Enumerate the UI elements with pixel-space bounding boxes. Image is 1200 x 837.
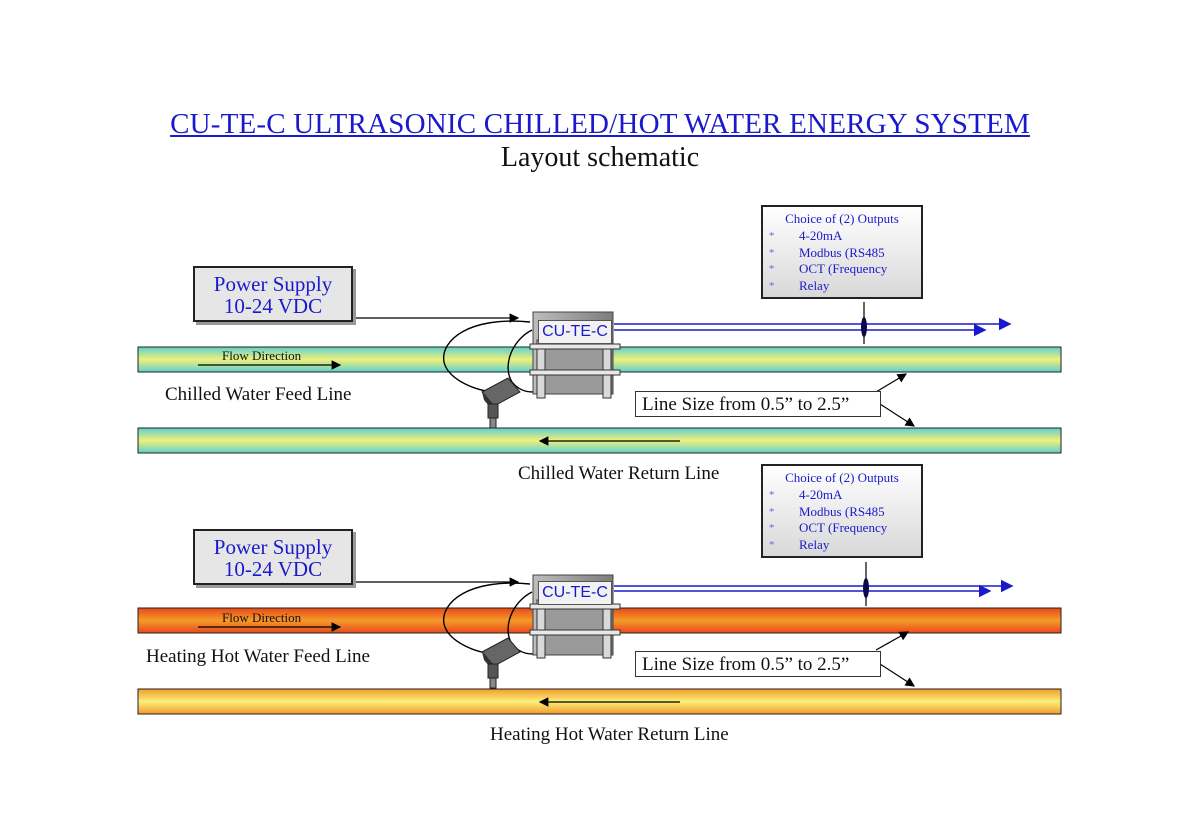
power-supply-voltage: 10-24 VDC <box>223 294 323 318</box>
outputs-box: Choice of (2) Outputs *4-20mA *Modbus (R… <box>761 464 923 558</box>
temperature-sensor-icon <box>481 637 521 689</box>
line-size-arrow <box>875 373 908 393</box>
bullet: * <box>769 505 775 518</box>
list-item: *OCT (Frequency <box>769 520 888 535</box>
output-connector <box>863 578 869 598</box>
page-title: CU-TE-C ULTRASONIC CHILLED/HOT WATER ENE… <box>170 108 1030 140</box>
temperature-sensor-icon <box>481 377 521 429</box>
flow-direction-label: Flow Direction <box>222 610 302 625</box>
line-size-box: Line Size from 0.5” to 2.5” <box>635 391 881 417</box>
line-size-arrow <box>879 663 916 687</box>
outputs-heading: Choice of (2) Outputs <box>785 470 899 485</box>
list-item: *4-20mA <box>769 228 843 243</box>
outputs-heading: Choice of (2) Outputs <box>785 211 899 226</box>
device-label: CU-TE-C <box>538 581 612 605</box>
power-supply-label: Power Supply <box>213 535 333 559</box>
bullet: * <box>769 230 775 242</box>
page-subtitle: Layout schematic <box>500 142 700 173</box>
line-size-box: Line Size from 0.5” to 2.5” <box>635 651 881 677</box>
meter-clamp <box>529 343 621 350</box>
output-connector <box>861 317 867 337</box>
meter-clamp <box>529 369 621 376</box>
flow-direction-label: Flow Direction <box>222 348 302 363</box>
bullet: * <box>769 489 775 501</box>
power-supply-box: Power Supply 10-24 VDC <box>193 266 353 322</box>
list-item: *Modbus (RS485 <box>769 244 885 260</box>
list-item: *Relay <box>769 277 830 293</box>
bullet: * <box>769 538 775 551</box>
sensor-cable <box>443 320 531 393</box>
outputs-list: *4-20mA *Modbus (RS485 *OCT (Frequency *… <box>769 228 915 294</box>
outputs-list: *4-20mA *Modbus (RS485 *OCT (Frequency *… <box>769 487 915 553</box>
power-supply-voltage: 10-24 VDC <box>223 557 323 581</box>
bullet: * <box>769 279 775 292</box>
feed-line-label: Chilled Water Feed Line <box>165 384 352 405</box>
list-item: *Relay <box>769 536 830 552</box>
bullet: * <box>769 246 775 259</box>
line-size-arrow <box>875 631 910 651</box>
power-supply-label: Power Supply <box>213 272 333 296</box>
device-label: CU-TE-C <box>538 320 612 344</box>
list-item: *4-20mA <box>769 487 843 502</box>
meter-clamp <box>529 629 621 636</box>
return-line-label: Chilled Water Return Line <box>518 463 720 484</box>
outputs-box: Choice of (2) Outputs *4-20mA *Modbus (R… <box>761 205 923 299</box>
line-size-arrow <box>879 403 916 427</box>
list-item: *OCT (Frequency <box>769 261 888 276</box>
bullet: * <box>769 522 775 534</box>
power-supply-box: Power Supply 10-24 VDC <box>193 529 353 585</box>
sensor-cable <box>443 582 531 655</box>
bullet: * <box>769 263 775 275</box>
feed-line-label: Heating Hot Water Feed Line <box>146 646 370 667</box>
list-item: *Modbus (RS485 <box>769 503 885 519</box>
return-line-label: Heating Hot Water Return Line <box>490 724 729 745</box>
